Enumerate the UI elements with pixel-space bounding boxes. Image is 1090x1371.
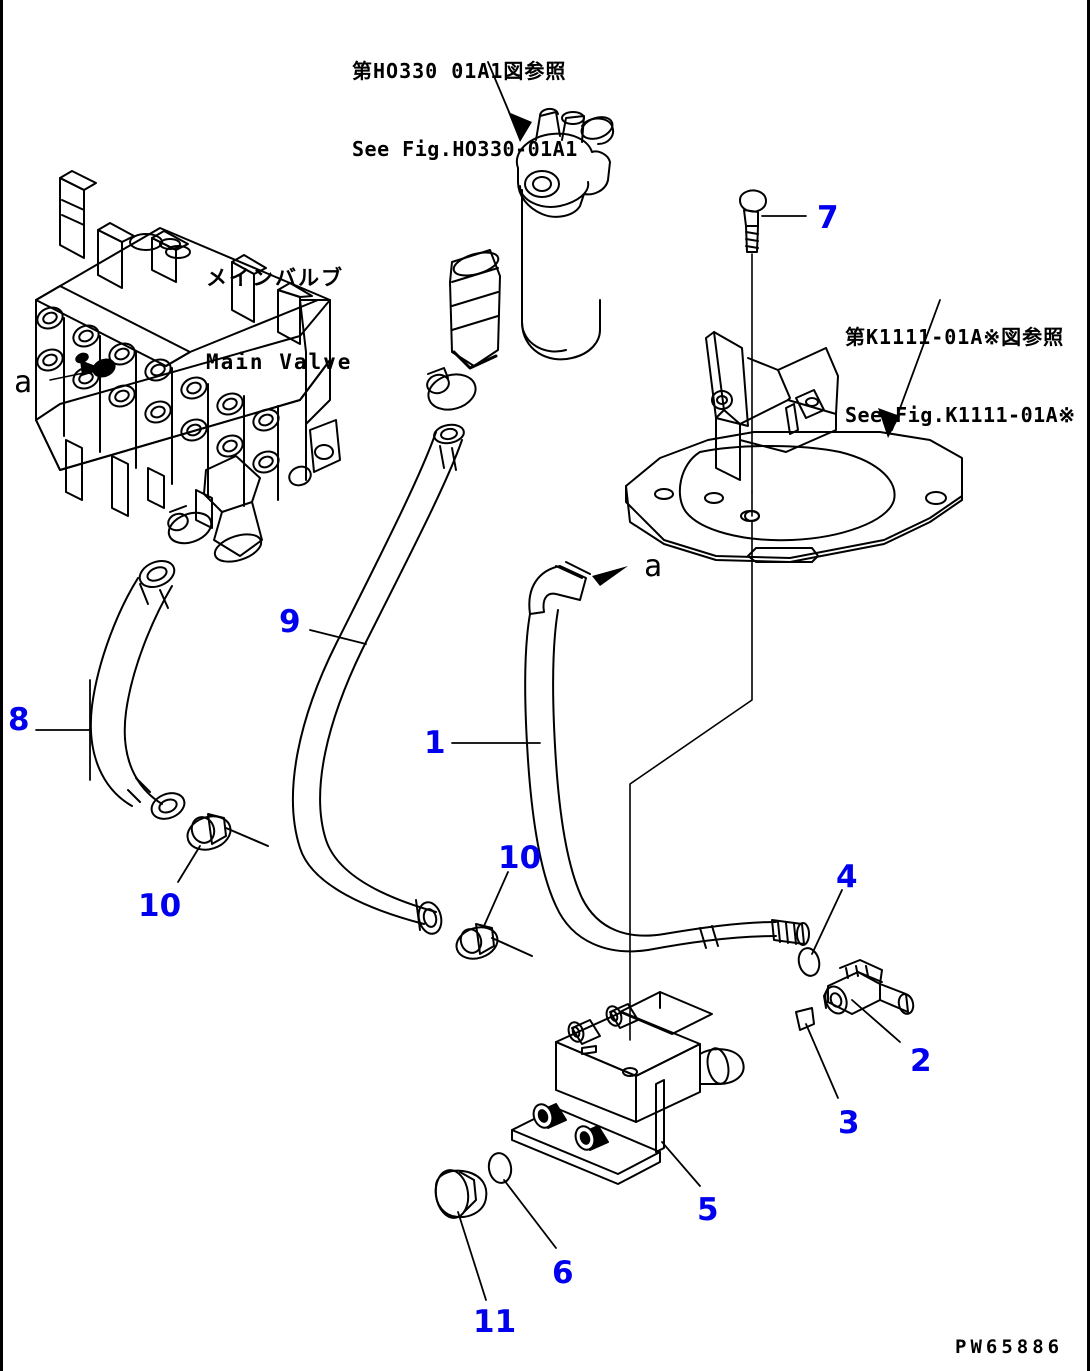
callout-9: 9 bbox=[279, 604, 301, 640]
seal-ring-below-valve bbox=[167, 505, 213, 545]
mounting-bracket-plate bbox=[625, 331, 963, 563]
callout-10-center: 10 bbox=[498, 840, 542, 876]
right-reference-note: 第K1111-01A※図参照 See Fig.K1111-01A※ bbox=[845, 272, 1075, 480]
drawing-number: PW65886 bbox=[955, 1336, 1064, 1358]
callout-5: 5 bbox=[697, 1192, 719, 1228]
callout-1: 1 bbox=[424, 725, 446, 761]
top-reference-note: 第HO330 01A1図参照 See Fig.HO330-01A1 bbox=[352, 6, 578, 214]
main-valve-label: メインバルブ Main Valve bbox=[206, 208, 352, 432]
elbow-fitting-2 bbox=[823, 959, 915, 1015]
main-valve-label-english: Main Valve bbox=[206, 350, 353, 374]
top-reference-note-japanese: 第HO330 01A1図参照 bbox=[352, 59, 567, 83]
valve-block-5 bbox=[511, 991, 745, 1185]
straight-adapter bbox=[449, 249, 501, 370]
main-valve-assembly bbox=[35, 170, 341, 563]
hose-8 bbox=[89, 559, 186, 820]
clamp-10-center bbox=[455, 923, 533, 960]
callout-8: 8 bbox=[8, 702, 30, 738]
top-fitting-assembly bbox=[515, 108, 614, 361]
main-valve-label-japanese: メインバルブ bbox=[206, 266, 344, 290]
callout-2: 2 bbox=[910, 1043, 932, 1079]
hose-9 bbox=[291, 423, 465, 935]
clamp-ring-upper bbox=[426, 367, 477, 411]
arrowheads bbox=[80, 112, 900, 586]
callout-7: 7 bbox=[817, 200, 839, 236]
section-letter-a-left: a bbox=[14, 365, 33, 400]
hose-1 bbox=[524, 561, 810, 953]
protective-cap-11 bbox=[434, 1169, 488, 1219]
callout-6: 6 bbox=[552, 1255, 574, 1291]
sheet-border-left bbox=[0, 0, 3, 1371]
callout-3: 3 bbox=[838, 1105, 860, 1141]
o-ring-4 bbox=[797, 947, 821, 977]
o-ring-6 bbox=[487, 1152, 513, 1184]
sheet-border-right bbox=[1087, 0, 1090, 1371]
callout-4: 4 bbox=[836, 859, 858, 895]
right-reference-note-japanese: 第K1111-01A※図参照 bbox=[845, 325, 1065, 349]
top-reference-note-english: See Fig.HO330-01A1 bbox=[352, 137, 578, 161]
clamp-10-left bbox=[186, 813, 269, 851]
o-ring-3 bbox=[795, 1007, 815, 1031]
leader-lines bbox=[35, 61, 941, 1301]
section-letter-a-center: a bbox=[644, 549, 663, 584]
callout-10-left: 10 bbox=[138, 888, 182, 924]
right-reference-note-english: See Fig.K1111-01A※ bbox=[845, 403, 1076, 427]
callout-11: 11 bbox=[473, 1304, 517, 1340]
bolt-7 bbox=[629, 189, 767, 1041]
